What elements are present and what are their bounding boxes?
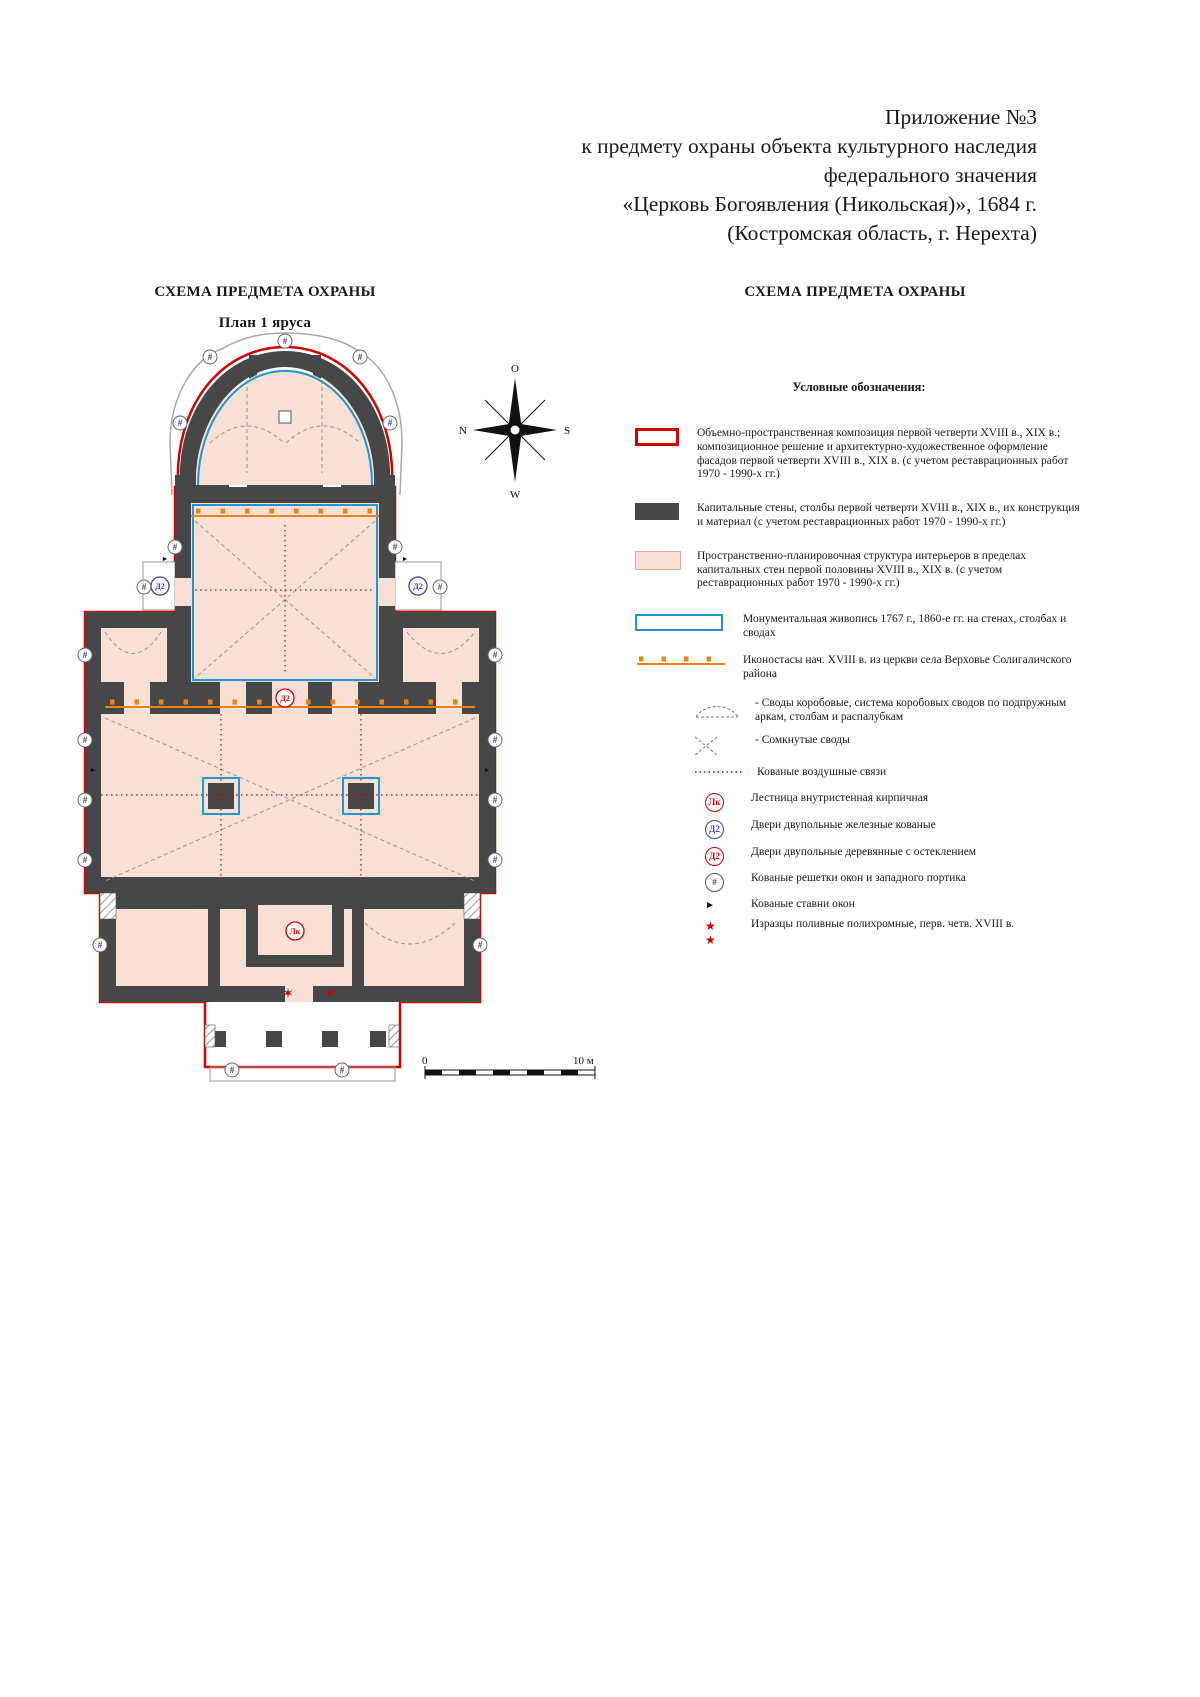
interior-fill-swatch xyxy=(635,550,681,570)
tie-line-swatch xyxy=(695,771,743,773)
svg-text:#: # xyxy=(173,542,178,552)
header-line-3: федерального значения xyxy=(823,163,1037,187)
svg-text:#: # xyxy=(493,735,498,745)
legend-item-closed-vaults: - Сомкнутые своды xyxy=(635,734,1083,757)
svg-text:►: ► xyxy=(484,766,491,774)
shutter-symbol: ► xyxy=(705,899,715,911)
header-line-2: к предмету охраны объекта культурного на… xyxy=(581,134,1037,158)
iron-ties xyxy=(101,525,479,877)
apse-outer-contour xyxy=(169,332,403,496)
left-section-title: СХЕМА ПРЕДМЕТА ОХРАНЫ xyxy=(154,284,376,300)
scale-start-label: 0 xyxy=(422,1055,428,1067)
scale-end-label: 10 м xyxy=(573,1055,594,1067)
svg-text:#: # xyxy=(230,1065,235,1075)
window-grille-markers: # # # # # # # # # # # # # # # # # # # # … xyxy=(77,333,503,1078)
svg-text:#: # xyxy=(83,795,88,805)
legend-item-walls: Капитальные стены, столбы первой четверт… xyxy=(635,502,1083,530)
pillars xyxy=(208,783,374,809)
compass-top-label: O xyxy=(511,363,519,375)
door-marker-iron-right: Д2 xyxy=(408,576,428,596)
shutter-markers: ► ► ► ► xyxy=(90,555,491,774)
svg-text:Д2: Д2 xyxy=(280,694,290,703)
scale-bar: 0 10 м xyxy=(422,1055,596,1079)
iron-door-symbol: Д2 xyxy=(705,819,724,839)
west-portico xyxy=(204,1024,400,1082)
monumental-painting-outline xyxy=(192,369,380,815)
legend-item-tiles: ★ ★ Изразцы поливные полихромные, перв. … xyxy=(705,917,1015,947)
legend-item-ties: Кованые воздушные связи xyxy=(635,766,1083,780)
svg-text:#: # xyxy=(98,940,103,950)
legend-item-stair: Лк Лестница внутристенная кирпичная xyxy=(635,792,1083,812)
compass-rose: O N S W xyxy=(459,363,570,501)
compass-right-label: S xyxy=(564,425,570,437)
legend-item-grilles: # Кованые решетки окон и западного порти… xyxy=(635,872,1083,892)
svg-text:#: # xyxy=(142,582,147,592)
svg-text:#: # xyxy=(83,855,88,865)
stair-marker: Лк xyxy=(285,921,305,941)
door-marker-wood-center: Д2 xyxy=(275,688,295,708)
legend-item-shutters: ► Кованые ставни окон xyxy=(705,897,855,911)
header-line-5: (Костромская область, г. Нерехта) xyxy=(727,221,1037,245)
barrel-vault-swatch xyxy=(695,706,739,718)
document-header: Приложение №3 к предмету охраны объекта … xyxy=(317,103,1037,248)
header-line-4: «Церковь Богоявления (Никольская)», 1684… xyxy=(622,192,1037,216)
svg-text:✶: ✶ xyxy=(282,987,294,1002)
right-section-title: СХЕМА ПРЕДМЕТА ОХРАНЫ xyxy=(744,284,966,300)
painting-outline-swatch xyxy=(635,614,723,632)
legend-item-barrel-vaults: - Своды коробовые, система коробовых сво… xyxy=(635,697,1083,725)
lower-rooms-walls xyxy=(99,892,481,1002)
svg-text:Лк: Лк xyxy=(290,927,301,936)
wood-door-symbol: Д2 xyxy=(705,846,724,866)
legend-title: Условные обозначения: xyxy=(792,380,926,394)
svg-text:✶: ✶ xyxy=(324,987,336,1002)
svg-text:#: # xyxy=(493,795,498,805)
door-marker-iron-left: Д2 xyxy=(150,576,170,596)
grille-symbol: # xyxy=(705,872,724,892)
closed-vault-swatch xyxy=(694,736,718,756)
legend-item-wood-doors: Д2 Двери двупольные деревянные с остекле… xyxy=(635,846,1083,866)
svg-text:#: # xyxy=(358,352,363,362)
legend-item-iconostasis: Иконостасы нач. XVIII в. из церкви села … xyxy=(635,654,1083,682)
svg-text:#: # xyxy=(83,735,88,745)
svg-text:#: # xyxy=(83,650,88,660)
svg-text:#: # xyxy=(438,582,443,592)
svg-text:#: # xyxy=(493,650,498,660)
svg-text:#: # xyxy=(388,418,393,428)
stair-symbol: Лк xyxy=(705,792,724,812)
header-line-1: Приложение №3 xyxy=(884,105,1037,129)
legend-item-iron-doors: Д2 Двери двупольные железные кованые xyxy=(635,819,1083,839)
svg-text:►: ► xyxy=(402,555,409,563)
svg-text:#: # xyxy=(493,855,498,865)
svg-text:#: # xyxy=(393,542,398,552)
legend-item-composition: Объемно-пространственная композиция перв… xyxy=(635,427,1083,482)
svg-text:Д2: Д2 xyxy=(413,582,423,591)
plan-level-subtitle: План 1 яруса xyxy=(218,315,312,331)
svg-text:►: ► xyxy=(90,766,97,774)
compass-bottom-label: W xyxy=(510,489,521,501)
wall-fill-swatch xyxy=(635,503,679,521)
compass-left-label: N xyxy=(459,425,467,437)
red-outline-swatch xyxy=(635,428,679,446)
svg-text:#: # xyxy=(478,940,483,950)
svg-text:Д2: Д2 xyxy=(155,582,165,591)
tile-star-symbol: ★ ★ xyxy=(705,918,720,947)
legend-item-painting: Монументальная живопись 1767 г., 1860-е … xyxy=(635,613,1083,641)
legend-item-interiors: Пространственно-планировочная структура … xyxy=(635,550,1083,591)
legend: Условные обозначения: Объемно-пространст… xyxy=(635,380,1083,947)
svg-text:#: # xyxy=(208,352,213,362)
floor-plan-drawing: # # # # # # # # # # # # # # # # # # # # … xyxy=(77,332,596,1082)
svg-text:#: # xyxy=(283,336,288,346)
iconostasis-lines xyxy=(105,508,475,708)
iconostasis-line-swatch xyxy=(637,656,725,665)
vault-lines xyxy=(104,380,476,945)
svg-text:►: ► xyxy=(162,555,169,563)
tile-star-markers: ✶ ✶ xyxy=(282,987,336,1002)
altar-mark xyxy=(278,410,292,424)
svg-text:#: # xyxy=(340,1065,345,1075)
svg-text:#: # xyxy=(178,418,183,428)
